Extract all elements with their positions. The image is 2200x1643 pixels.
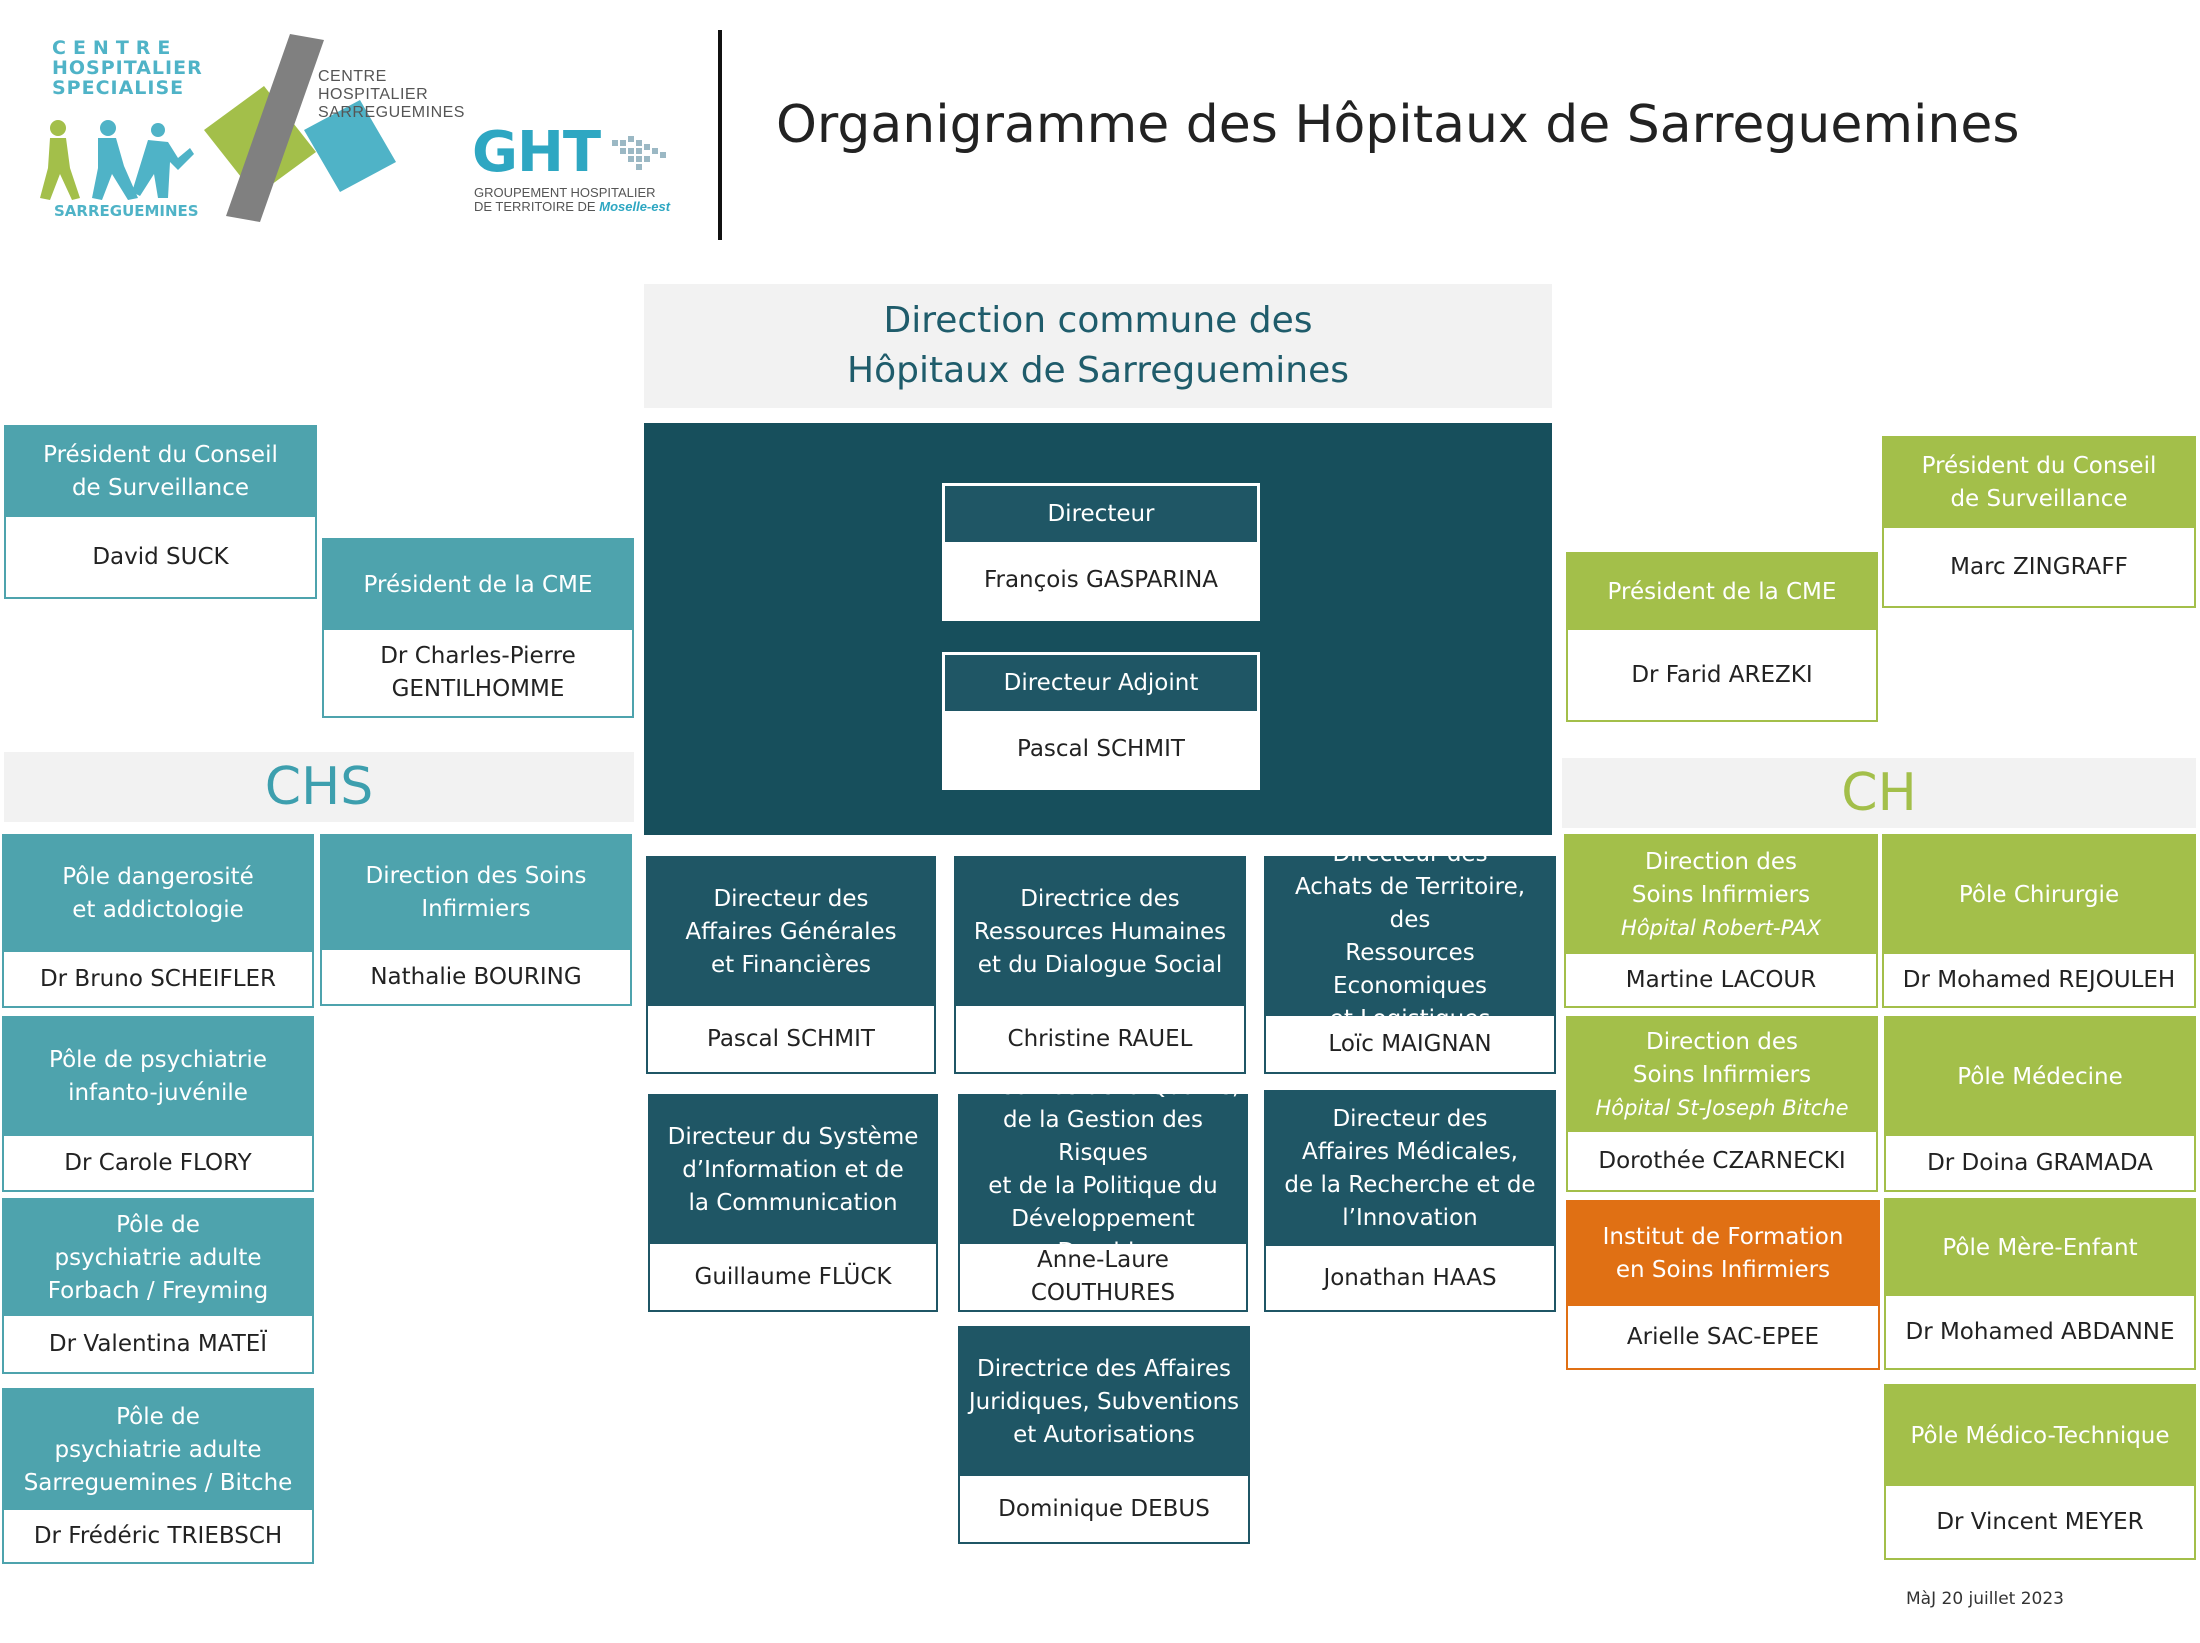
ch-president-conseil-box: Président du Conseil de Surveillance Mar… bbox=[1882, 436, 2196, 608]
chs-pole-role: Pôle de psychiatrie infanto-juvénile bbox=[4, 1018, 312, 1136]
direction-box: Directeur des Affaires Médicales, de la … bbox=[1264, 1090, 1556, 1312]
chs-pole-name: Dr Valentina MATEÏ bbox=[48, 1330, 268, 1357]
chs-president-cme-box: Président de la CME Dr Charles-Pierre GE… bbox=[322, 538, 634, 718]
ght-logo: GHT GROUPEMENT HOSPITALIER DE TERRITOIRE… bbox=[472, 120, 671, 214]
chs-pole-role: Direction des Soins Infirmiers bbox=[322, 836, 630, 950]
moselle-map-icon bbox=[612, 136, 666, 170]
direction-box: Directrice de la Qualité, de la Gestion … bbox=[958, 1074, 1248, 1312]
ch-president-cme-role: Président de la CME bbox=[1568, 554, 1876, 630]
direction-name: Guillaume FLÜCK bbox=[694, 1263, 892, 1290]
ch-pole-role: Pôle Chirurgie bbox=[1884, 836, 2194, 954]
ch-logo: CENTRE HOSPITALIER SARREGUEMINES bbox=[200, 30, 490, 230]
ght-logo-subtitle: GROUPEMENT HOSPITALIER DE TERRITOIRE DE … bbox=[474, 185, 671, 214]
chs-pole-role: Pôle de psychiatrie adulte Sarreguemines… bbox=[4, 1390, 312, 1510]
chs-pole-role: Pôle de psychiatrie adulte Forbach / Fre… bbox=[4, 1200, 312, 1316]
ch-pole-box: Pôle Médecine Dr Doina GRAMADA bbox=[1884, 1016, 2196, 1192]
chs-pole-box: Pôle dangerosité et addictologie Dr Brun… bbox=[2, 834, 314, 1008]
direction-role: Directeur des Affaires Générales et Fina… bbox=[648, 858, 934, 1006]
chs-president-cme-name: Dr Charles-Pierre GENTILHOMME bbox=[380, 643, 576, 702]
ch-pole-name: Dr Mohamed REJOULEH bbox=[1902, 966, 2176, 993]
ch-president-cme-box: Président de la CME Dr Farid AREZKI bbox=[1566, 552, 1878, 722]
direction-role: Directeur des Affaires Médicales, de la … bbox=[1266, 1092, 1554, 1246]
ch-cross-logo-icon bbox=[204, 34, 396, 222]
chs-logo: CENTRE HOSPITALIER SPECIALISE SARREGUEMI… bbox=[28, 38, 208, 228]
direction-name: Pascal SCHMIT bbox=[707, 1025, 875, 1052]
chs-president-cme-role: Président de la CME bbox=[324, 540, 632, 630]
direction-role: Directeur des Achats de Territoire, des … bbox=[1266, 841, 1554, 1032]
chs-president-conseil-role: Président du Conseil de Surveillance bbox=[6, 427, 315, 517]
chs-pole-name: Dr Frédéric TRIEBSCH bbox=[33, 1522, 283, 1549]
ch-pole-name: Dr Vincent MEYER bbox=[1936, 1508, 2144, 1535]
ch-pole-role: Pôle Médico-Technique bbox=[1886, 1386, 2194, 1486]
chs-pole-name: Dr Carole FLORY bbox=[64, 1149, 252, 1176]
chs-pole-box: Pôle de psychiatrie infanto-juvénile Dr … bbox=[2, 1016, 314, 1192]
ch-pole-box: Pôle Mère-Enfant Dr Mohamed ABDANNE bbox=[1884, 1198, 2196, 1370]
direction-box: Directeur des Affaires Générales et Fina… bbox=[646, 856, 936, 1074]
update-date: MàJ 20 juillet 2023 bbox=[1906, 1589, 2064, 1609]
chs-pole-box: Direction des Soins Infirmiers Nathalie … bbox=[320, 834, 632, 1006]
chs-president-conseil-box: Président du Conseil de Surveillance Dav… bbox=[4, 425, 317, 599]
running-figures-icon bbox=[40, 120, 194, 200]
direction-name: Jonathan HAAS bbox=[1323, 1264, 1497, 1291]
directeur-name: François GASPARINA bbox=[983, 566, 1219, 593]
direction-role: Directrice de la Qualité, de la Gestion … bbox=[960, 1074, 1246, 1265]
direction-box: Directrice des Affaires Juridiques, Subv… bbox=[958, 1326, 1250, 1544]
directeur-adjoint-name: Pascal SCHMIT bbox=[1017, 735, 1185, 762]
ch-logo-text: CENTRE HOSPITALIER SARREGUEMINES bbox=[318, 68, 465, 121]
ch-president-conseil-role: Président du Conseil de Surveillance bbox=[1884, 438, 2194, 528]
chs-pole-role: Pôle dangerosité et addictologie bbox=[4, 836, 312, 952]
ch-pole-name: Dorothée CZARNECKI bbox=[1598, 1147, 1846, 1174]
chs-pole-box: Pôle de psychiatrie adulte Sarreguemines… bbox=[2, 1388, 314, 1564]
directeur-adjoint-box: Directeur Adjoint Pascal SCHMIT bbox=[942, 652, 1260, 790]
chs-pole-name: Nathalie BOURING bbox=[370, 963, 582, 990]
ch-pole-role: Pôle Médecine bbox=[1886, 1018, 2194, 1136]
direction-role: Directrice des Ressources Humaines et du… bbox=[956, 858, 1244, 1006]
ch-section-band: CH bbox=[1562, 758, 2196, 828]
ch-pole-role: Pôle Mère-Enfant bbox=[1886, 1200, 2194, 1296]
direction-box: Directrice des Ressources Humaines et du… bbox=[954, 856, 1246, 1074]
ch-pole-name: Dr Mohamed ABDANNE bbox=[1905, 1318, 2175, 1345]
ch-pole-box: Pôle Chirurgie Dr Mohamed REJOULEH bbox=[1882, 834, 2196, 1008]
chs-section-band: CHS bbox=[4, 752, 634, 822]
directeur-adjoint-role: Directeur Adjoint bbox=[945, 655, 1257, 711]
ch-ifsi-box: Institut de Formation en Soins Infirmier… bbox=[1566, 1200, 1880, 1370]
ch-pole-name: Dr Doina GRAMADA bbox=[1927, 1149, 2153, 1176]
ch-president-conseil-name: Marc ZINGRAFF bbox=[1950, 553, 2128, 580]
ch-pole-role: Institut de Formation en Soins Infirmier… bbox=[1568, 1202, 1878, 1306]
chs-pole-box: Pôle de psychiatrie adulte Forbach / Fre… bbox=[2, 1198, 314, 1374]
directeur-role: Directeur bbox=[945, 486, 1257, 542]
direction-name: Dominique DEBUS bbox=[998, 1495, 1210, 1522]
chs-logo-text: CENTRE HOSPITALIER SPECIALISE bbox=[52, 37, 203, 99]
direction-role: Directeur du Système d’Information et de… bbox=[650, 1096, 936, 1244]
directeur-box: Directeur François GASPARINA bbox=[942, 483, 1260, 621]
direction-box: Directeur des Achats de Territoire, des … bbox=[1264, 841, 1556, 1074]
direction-box: Directeur du Système d’Information et de… bbox=[648, 1094, 938, 1312]
ch-president-cme-name: Dr Farid AREZKI bbox=[1631, 661, 1813, 688]
ch-pole-name: Martine LACOUR bbox=[1625, 966, 1817, 993]
ch-pole-name: Arielle SAC-EPEE bbox=[1626, 1323, 1820, 1350]
page-title: Organigramme des Hôpitaux de Sarreguemin… bbox=[776, 95, 2020, 155]
direction-name: Loïc MAIGNAN bbox=[1328, 1030, 1492, 1057]
direction-commune-banner: Direction commune des Hôpitaux de Sarreg… bbox=[644, 284, 1552, 408]
chs-pole-name: Dr Bruno SCHEIFLER bbox=[39, 965, 277, 992]
direction-role: Directrice des Affaires Juridiques, Subv… bbox=[960, 1328, 1248, 1476]
ch-pole-box: Pôle Médico-Technique Dr Vincent MEYER bbox=[1884, 1384, 2196, 1560]
chs-president-conseil-name: David SUCK bbox=[92, 543, 229, 570]
direction-name: Christine RAUEL bbox=[1007, 1025, 1193, 1052]
header-divider bbox=[718, 30, 722, 240]
direction-name: Anne-Laure COUTHURES bbox=[1030, 1247, 1176, 1306]
